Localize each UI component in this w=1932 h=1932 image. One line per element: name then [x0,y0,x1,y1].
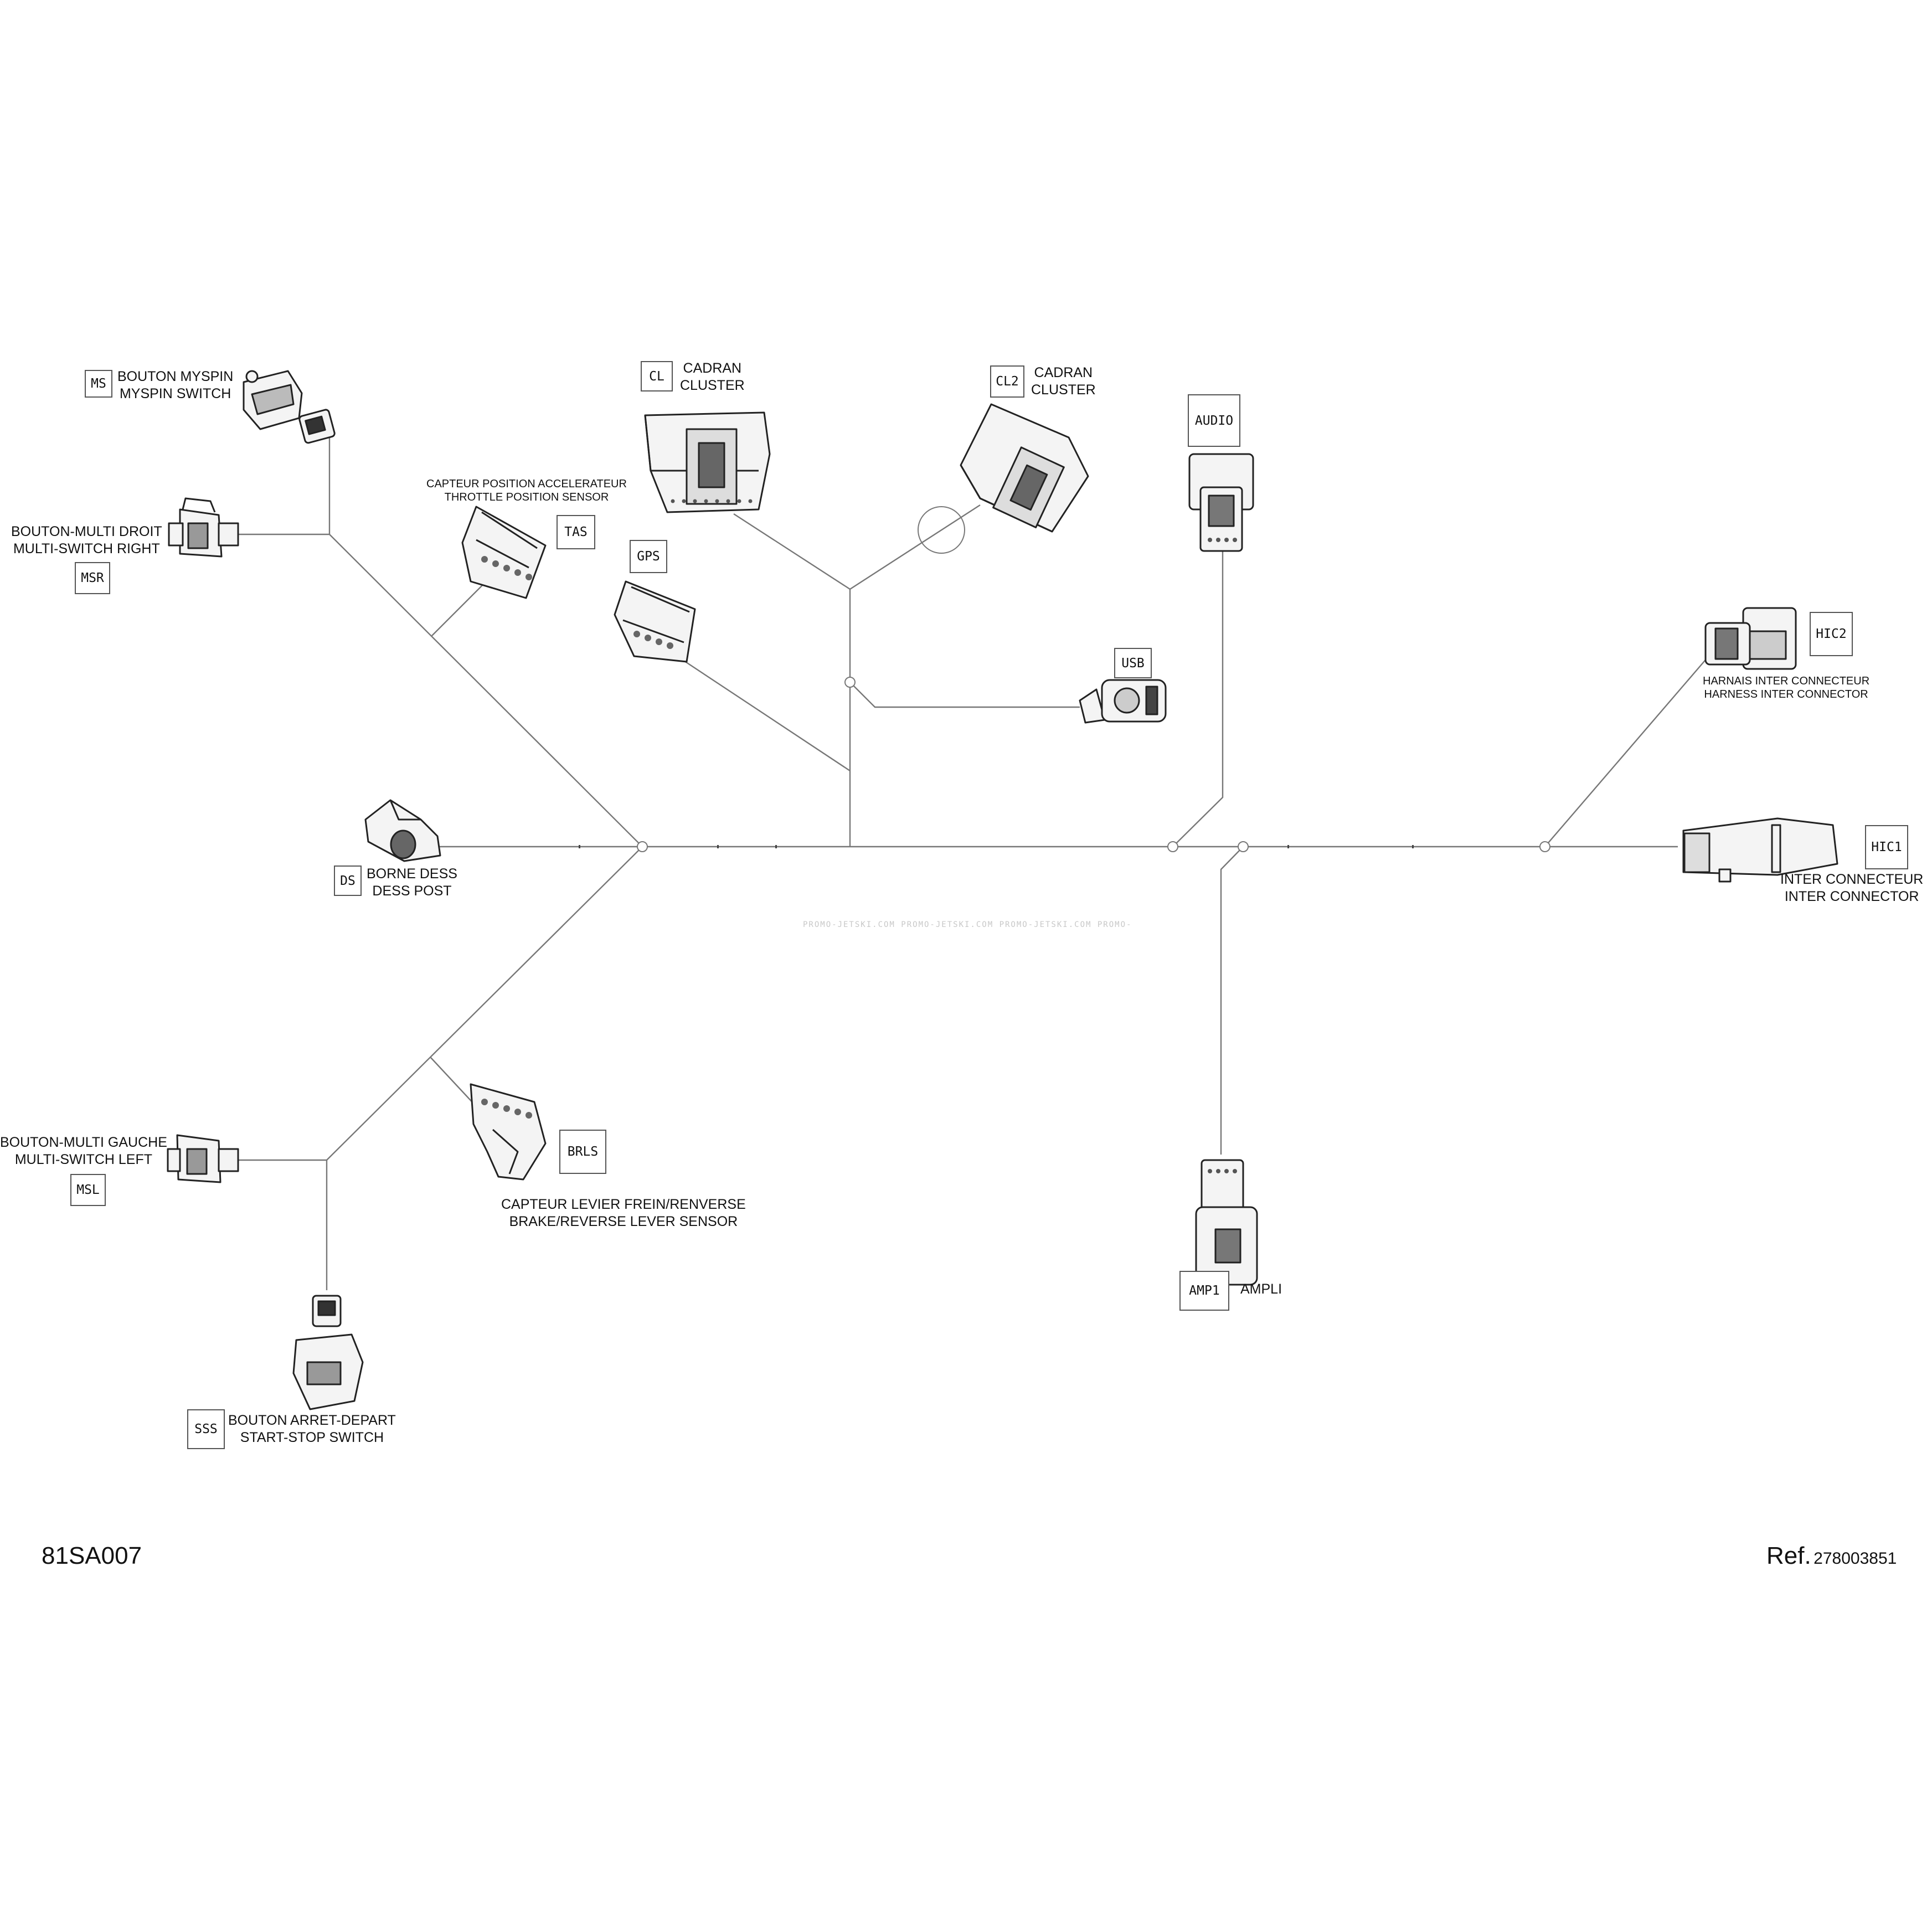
code-box-sss: SSS [187,1409,225,1449]
code-box-hic2: HIC2 [1810,612,1853,656]
label-sss: BOUTON ARRET-DEPART START-STOP SWITCH [228,1413,396,1445]
usb-connector-drawing [1079,679,1167,724]
wire-brls [430,1057,477,1107]
label-tas: CAPTEUR POSITION ACCELERATEUR THROTTLE P… [426,478,627,503]
code-box-ms: MS [85,370,112,398]
code-box-hic1: HIC1 [1865,825,1908,869]
wire-to-msr-junction [329,534,643,847]
junction-left [637,841,648,852]
junction-amp [1238,841,1249,852]
wire-cl2 [849,504,981,590]
label-msl: BOUTON-MULTI GAUCHE MULTI-SWITCH LEFT [0,1135,167,1167]
label-amp1: AMPLI [1240,1281,1282,1297]
label-hic1: INTER CONNECTEUR INTER CONNECTOR [1780,872,1924,904]
wire-cl [733,513,851,590]
code-box-cl2: CL2 [990,365,1024,398]
code-box-tas: TAS [557,515,595,549]
ds-connector-drawing [364,799,441,862]
tas-connector-drawing [461,506,547,599]
label-brls: CAPTEUR LEVIER FREIN/RENVERSE BRAKE/REVE… [501,1197,746,1229]
cl2-connector-drawing [960,403,1089,533]
code-box-msl: MSL [70,1174,106,1206]
wire-tas [431,580,488,636]
wire-amp1 [1220,846,1244,1155]
sss-connector-drawing [292,1295,364,1410]
junction-audio [1167,841,1178,852]
hic2-connector-drawing [1704,607,1797,670]
code-box-ds: DS [334,865,362,896]
ms-connector-drawing [243,370,336,444]
reference-label: Ref. [1766,1542,1811,1569]
watermark: PROMO-JETSKI.COM PROMO-JETSKI.COM PROMO-… [803,920,1132,929]
label-ms: BOUTON MYSPIN MYSPIN SWITCH [117,369,234,401]
code-box-brls: BRLS [559,1130,606,1174]
code-box-audio: AUDIO [1188,394,1240,447]
audio-connector-drawing [1188,453,1254,552]
wire-usb [849,682,1080,708]
wire-hic2 [1544,653,1712,847]
msl-connector-drawing [167,1134,239,1183]
wire-to-msl-junction [326,846,643,1161]
diagram-id: 81SA007 [42,1542,142,1569]
label-ds: BORNE DESS DESS POST [367,866,457,899]
reference: Ref. 278003851 [1766,1542,1897,1570]
junction-hic2 [1539,841,1550,852]
hic1-connector-drawing [1682,817,1838,883]
amp1-connector-drawing [1195,1159,1258,1286]
wire-audio [1172,548,1224,847]
junction-cl2-loop [918,506,965,554]
label-hic2: HARNAIS INTER CONNECTEUR HARNESS INTER C… [1703,675,1870,700]
brls-connector-drawing [470,1083,547,1181]
code-box-msr: MSR [75,562,110,594]
cl-connector-drawing [644,411,771,513]
gps-connector-drawing [614,580,696,663]
code-box-amp1: AMP1 [1179,1271,1229,1311]
junction-usb [844,677,856,688]
reference-number: 278003851 [1813,1549,1897,1568]
wire-gps [664,647,851,772]
msr-connector-drawing [168,497,239,558]
code-box-gps: GPS [630,540,667,573]
trunk-ticks [579,845,1414,848]
wire-junctions [637,506,1550,852]
code-box-cl: CL [641,361,673,391]
code-box-usb: USB [1114,648,1152,678]
harness-wires [235,437,1712,1290]
label-cl: CADRAN CLUSTER [680,360,745,393]
label-msr: BOUTON-MULTI DROIT MULTI-SWITCH RIGHT [11,524,162,557]
label-cl2: CADRAN CLUSTER [1031,365,1096,398]
